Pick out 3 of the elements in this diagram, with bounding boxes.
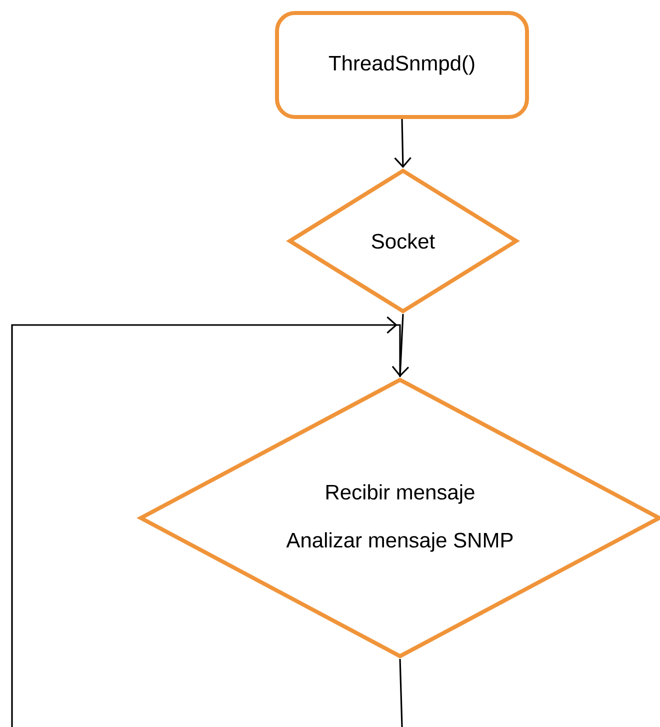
arrow [394, 118, 412, 168]
process-box: ThreadSnmpd() [275, 11, 529, 119]
arrow [392, 314, 410, 377]
